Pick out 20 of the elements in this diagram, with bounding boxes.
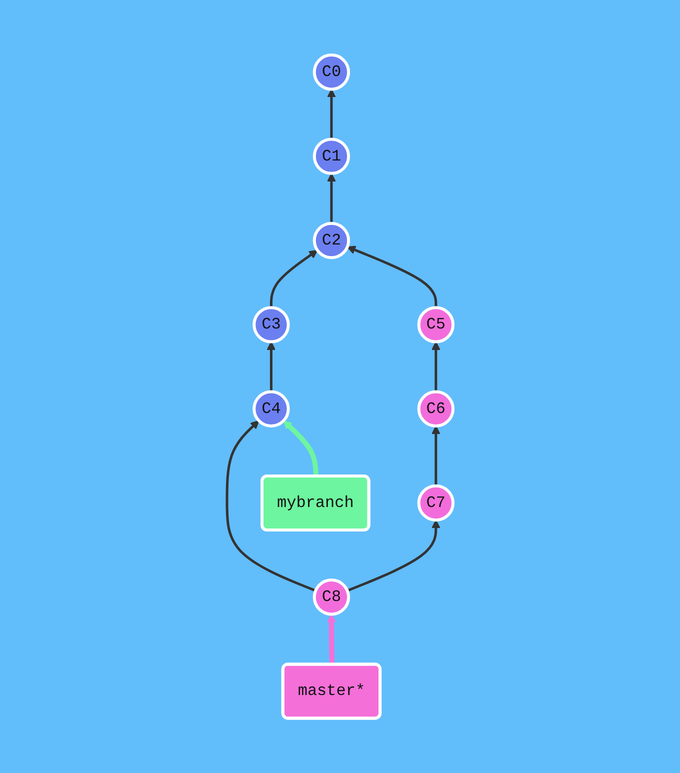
arrow (346, 246, 438, 308)
node-circle: C7 (417, 484, 454, 522)
node-circle: C3 (252, 306, 290, 344)
node-circle: C5 (417, 306, 454, 344)
node-circle: C0 (312, 53, 350, 91)
arrow (346, 520, 440, 592)
arrow (226, 420, 316, 592)
arrow (270, 250, 318, 308)
arrow (432, 341, 440, 392)
node-circle: C2 (312, 222, 350, 259)
arrow (432, 426, 440, 486)
node-circle: C6 (417, 390, 454, 428)
arrow (283, 420, 318, 476)
arrow (327, 614, 336, 665)
node-circle: C4 (252, 390, 290, 428)
node-circle: C1 (312, 138, 350, 175)
arrow (327, 172, 336, 224)
arrow (327, 88, 336, 140)
node-circle: C8 (312, 578, 350, 616)
arrow (266, 341, 276, 392)
